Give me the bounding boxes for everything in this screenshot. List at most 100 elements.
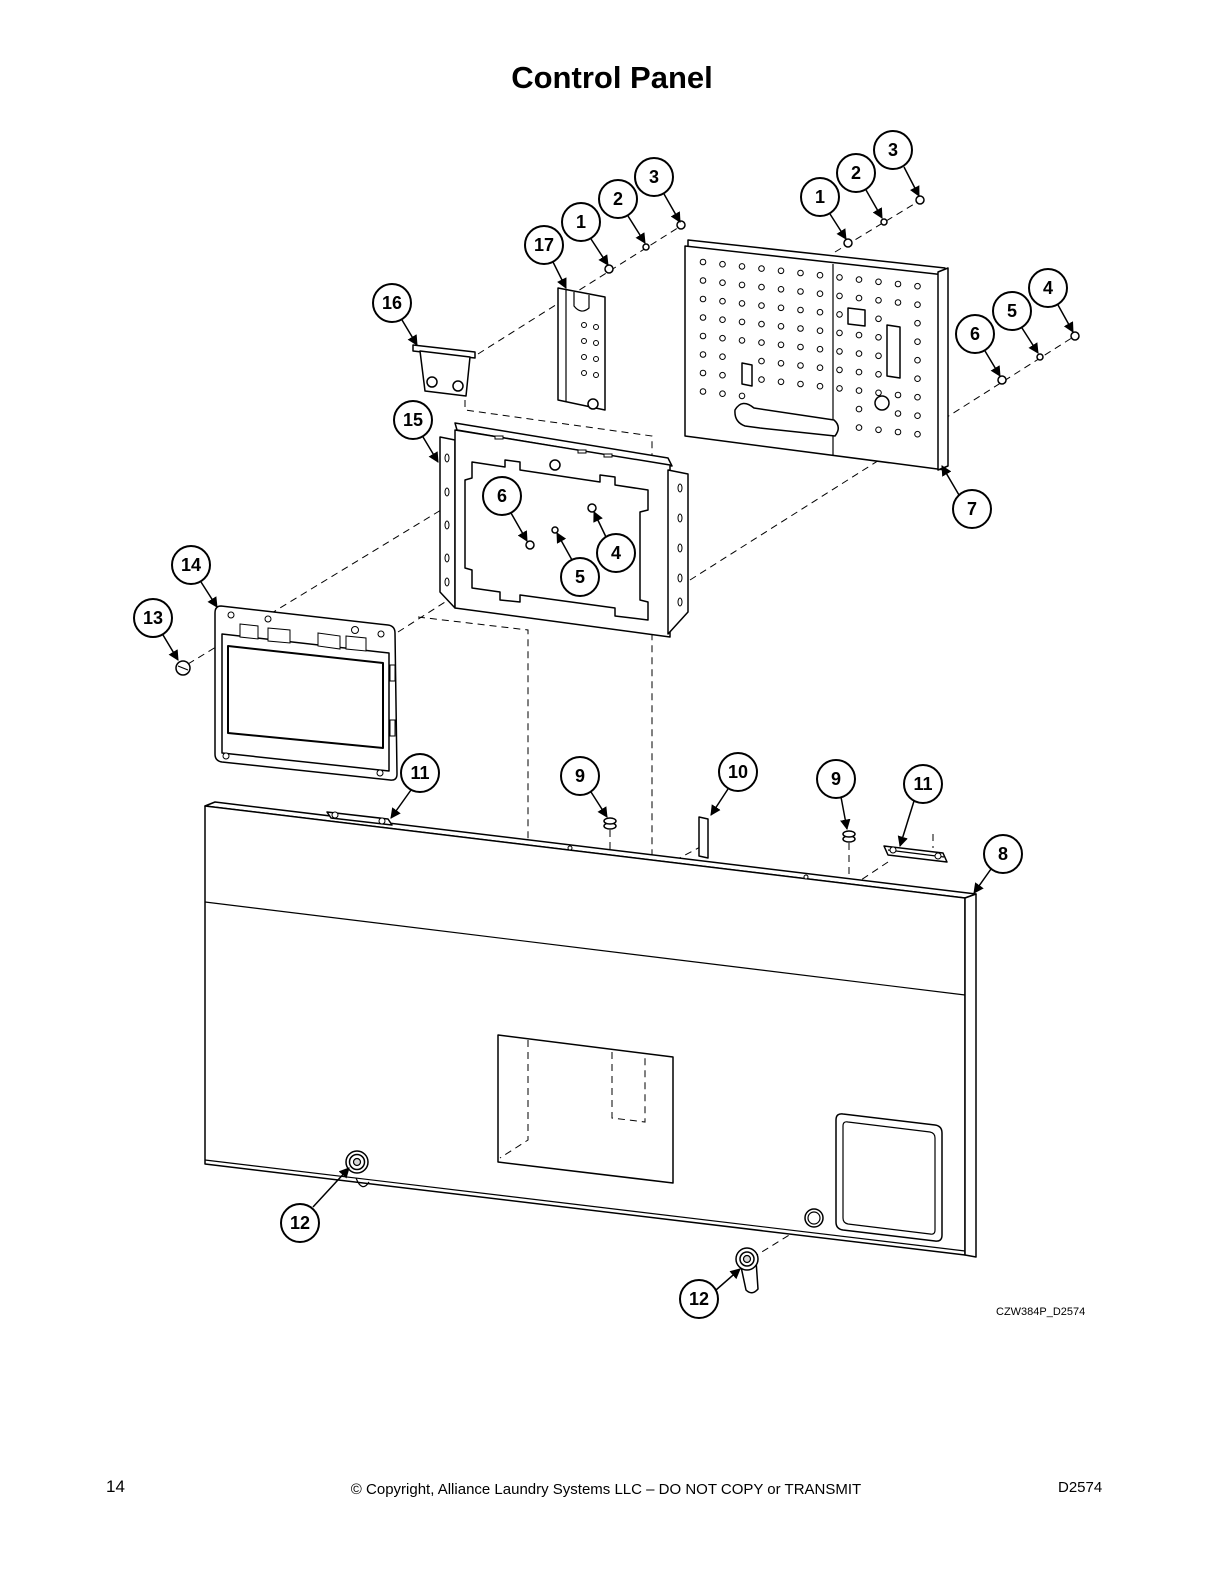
leader-arrow [710,788,729,816]
panel-divider [204,901,966,996]
callout-number: 17 [534,235,554,255]
callout-circle [400,753,440,793]
hidden-edge [499,1040,529,1159]
plate-hole [875,352,882,360]
callout-circle [372,283,412,323]
plate-hole [738,281,746,289]
callout-number: 5 [1007,301,1017,321]
callout-1: 1 [561,202,601,242]
callout-circle [955,314,995,354]
callout-8: 8 [983,834,1023,874]
plate-hole [836,385,843,392]
hinge-right [883,845,948,863]
callout-3: 3 [873,130,913,170]
display-screw [376,769,384,777]
callout-3: 3 [634,157,674,197]
leader-arrow [829,213,847,240]
plate-hole [699,351,707,358]
callout-circle [903,764,943,804]
vertical-bracket-hole [581,370,587,376]
plate-hole [894,410,902,417]
leader-arrow [552,261,567,289]
plate-hole [855,424,863,431]
callout-number: 3 [888,140,898,160]
lock-hole-inner [807,1211,821,1225]
plate-hole [914,375,921,383]
washer [880,218,888,226]
callout-circle [816,759,856,799]
leader-arrow [984,350,1001,377]
vertical-bracket-body [557,287,606,411]
drawing-id: CZW384P_D2574 [996,1306,1086,1318]
washer [551,526,559,534]
bracket-slot [444,577,450,587]
plate-hole [875,389,882,397]
plate-hole [816,271,824,279]
callout-circle [596,533,636,573]
callout-7: 7 [952,489,992,529]
plate-hole [875,426,882,434]
callout-number: 4 [611,543,621,563]
display-connector [267,627,291,644]
callout-number: 3 [649,167,659,187]
assembly-line [477,223,685,355]
display-mounting-bracket [439,422,689,638]
leader-arrow [510,512,528,542]
washer-upper [842,830,856,838]
document-number: D2574 [1058,1479,1103,1496]
leader-arrow [1021,327,1039,354]
callout-number: 7 [967,499,977,519]
plate-hole [855,331,863,339]
small-bracket-nut [452,380,464,392]
plate-hole [738,318,746,326]
callout-16: 16 [372,283,412,323]
callout-4: 4 [596,533,636,573]
plate-hole [758,302,765,309]
vertical-bracket [557,287,606,411]
callout-circle [718,752,758,792]
bracket-right-flange [667,469,689,635]
plate-hole [816,290,824,298]
leader-arrow [865,189,883,219]
plate-hole [914,412,921,420]
vertical-bracket-notch [573,292,590,312]
plate-hole [914,319,921,327]
callout-circle [992,291,1032,331]
callout-number: 16 [382,293,402,313]
plate-keyhole-slot [734,402,839,437]
display-screw [227,611,235,619]
callout-9: 9 [816,759,856,799]
callout-10: 10 [718,752,758,792]
callout-circle [560,557,600,597]
display-screw [264,615,272,623]
callout-number: 6 [497,486,507,506]
bracket-screw-set [525,503,597,550]
perforated-mounting-plate [684,239,949,471]
plate-square-slot [847,307,866,327]
callout-circle [598,179,638,219]
plate-hole [875,278,882,286]
screw [587,503,597,513]
callout-number: 12 [689,1289,709,1309]
leader-arrow [312,1167,350,1208]
washer-left [603,817,617,830]
display-connector [345,635,367,652]
bracket-slot [677,483,683,493]
plate-top-screw-set [843,195,925,248]
leader-arrow [390,789,412,819]
plate-hole [699,314,707,321]
small-bracket-nut [426,376,438,388]
copyright-notice: © Copyright, Alliance Laundry Systems LL… [350,1481,862,1498]
callout-number: 5 [575,567,585,587]
callout-17: 17 [524,225,564,265]
plate-hole [836,292,843,300]
screw-13 [175,660,191,676]
plate-hole [855,387,863,394]
leader-arrow [200,581,218,608]
plate-hole [875,297,882,304]
plate-hole [797,380,804,388]
callout-circle [983,834,1023,874]
vertical-bracket-screw [587,398,599,410]
callout-5: 5 [560,557,600,597]
